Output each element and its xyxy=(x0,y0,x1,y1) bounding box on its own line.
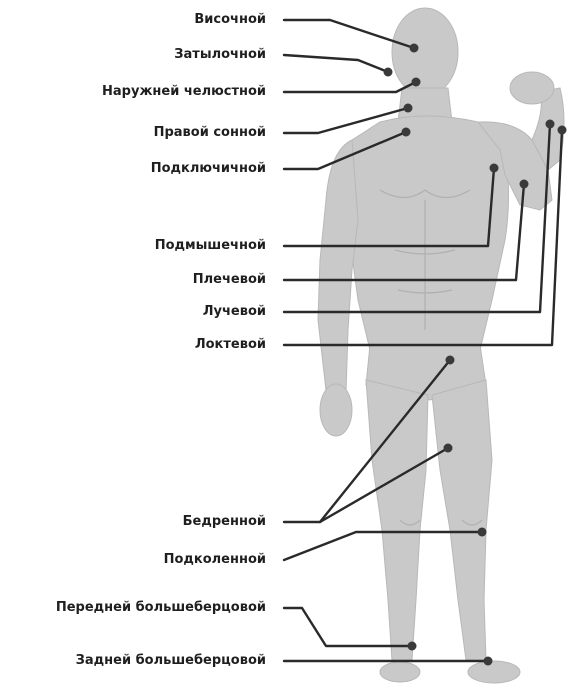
point-subclavian xyxy=(402,128,411,137)
point-femoral-b xyxy=(444,444,453,453)
point-posterior-tibial xyxy=(484,657,493,666)
label-femoral: Бедренной xyxy=(183,514,266,530)
point-facial xyxy=(412,78,421,87)
label-ulnar: Локтевой xyxy=(195,337,266,353)
label-axillary: Подмышечной xyxy=(155,238,266,254)
label-facial: Наружней челюстной xyxy=(102,84,266,100)
point-radial xyxy=(546,120,555,129)
point-temporal xyxy=(410,44,419,53)
point-ulnar xyxy=(558,126,567,135)
label-subclavian: Подключичной xyxy=(151,161,266,177)
leader-occipital xyxy=(284,55,388,72)
label-temporal: Височной xyxy=(194,12,266,28)
leader-facial xyxy=(284,82,416,92)
point-axillary xyxy=(490,164,499,173)
point-popliteal xyxy=(478,528,487,537)
label-anterior-tibial: Передней большеберцовой xyxy=(56,600,266,616)
label-occipital: Затылочной xyxy=(174,47,266,63)
point-carotid xyxy=(404,104,413,113)
point-brachial xyxy=(520,180,529,189)
point-occipital xyxy=(384,68,393,77)
label-popliteal: Подколенной xyxy=(164,552,266,568)
point-femoral-a xyxy=(446,356,455,365)
label-radial: Лучевой xyxy=(203,304,266,320)
point-anterior-tibial xyxy=(408,642,417,651)
label-posterior-tibial: Задней большеберцовой xyxy=(76,653,266,669)
label-brachial: Плечевой xyxy=(193,272,266,288)
label-carotid: Правой сонной xyxy=(154,125,266,141)
